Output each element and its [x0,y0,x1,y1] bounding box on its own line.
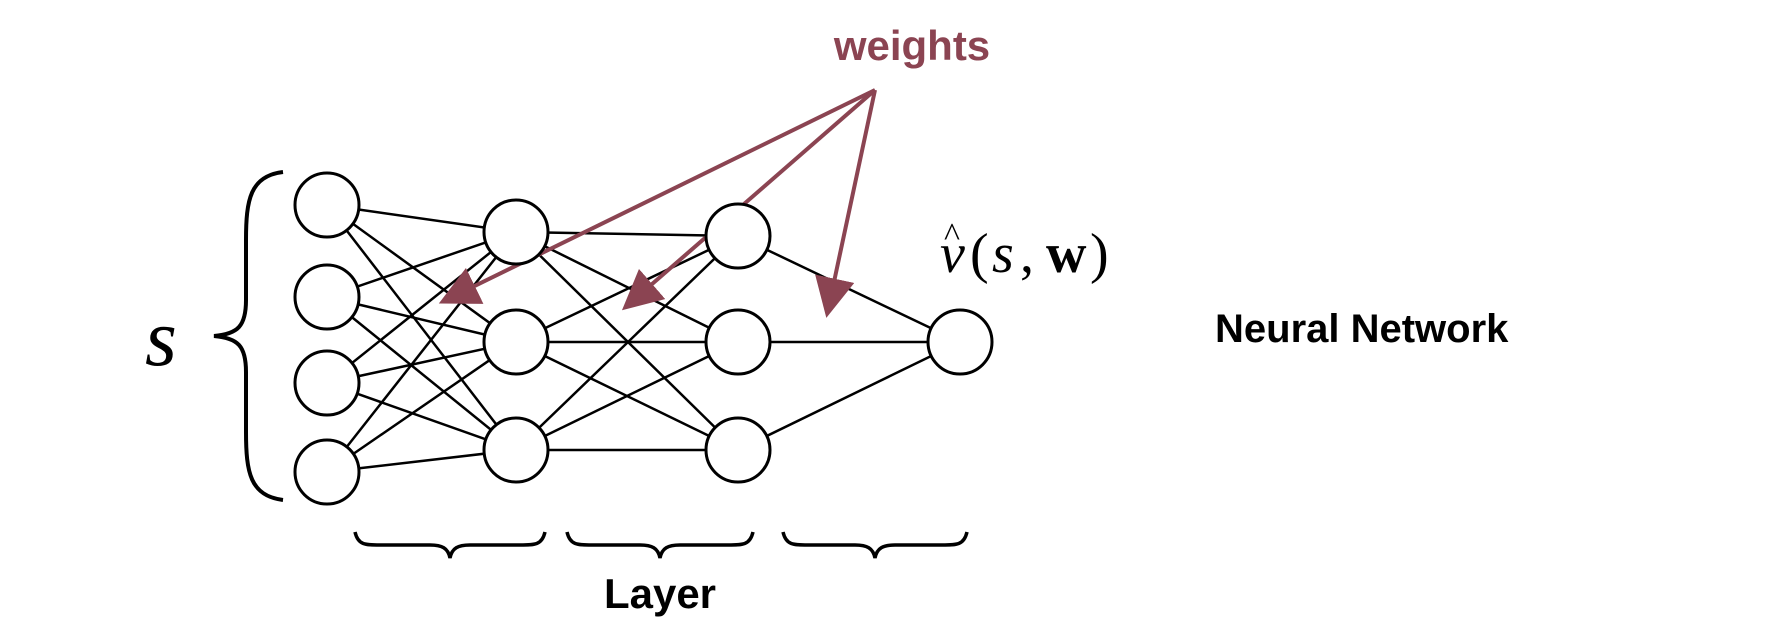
connection-line [326,231,517,473]
connection-line [326,231,517,384]
hidden-node [704,202,772,270]
weights-label: weights [833,22,990,69]
output-label: v ^ ( s , w ) [940,217,1109,285]
layer-brace-2 [565,531,755,559]
weight-arrow-layer1 [438,88,876,304]
connection-line [326,340,517,474]
layer-brace-1 [353,531,547,559]
hidden-node [704,308,772,376]
connection-line [326,203,517,344]
output-node [926,308,994,376]
output-label-close: ) [1090,223,1109,285]
connection-line [326,296,517,451]
input-node [293,263,361,331]
output-label-s: s [992,223,1014,285]
weight-arrow-layer2 [621,88,877,311]
input-node [293,171,361,239]
layer-brace-3 [781,531,969,559]
connection-line [515,230,739,238]
diagram-title: Neural Network [1215,307,1509,351]
input-label: s [145,292,177,383]
input-node [293,438,361,506]
input-node [293,349,361,417]
connection-line [737,340,961,452]
network-nodes [293,171,994,506]
output-label-v: v [940,223,965,285]
hidden-node [482,308,550,376]
output-label-open: ( [970,223,989,285]
connection-line [515,340,739,452]
connection-line [515,235,739,451]
hidden-node [482,198,550,266]
output-label-w: w [1046,223,1087,285]
layer-braces [353,531,969,559]
hidden-node [704,416,772,484]
weight-arrow-layer3 [815,89,877,318]
output-label-hat: ^ [944,217,960,254]
input-brace [213,170,284,502]
output-label-comma: , [1020,223,1034,285]
connection-lines [326,203,961,474]
layer-label: Layer [604,570,716,617]
hidden-node [482,416,550,484]
connection-line [737,234,961,344]
connection-line [326,204,517,451]
